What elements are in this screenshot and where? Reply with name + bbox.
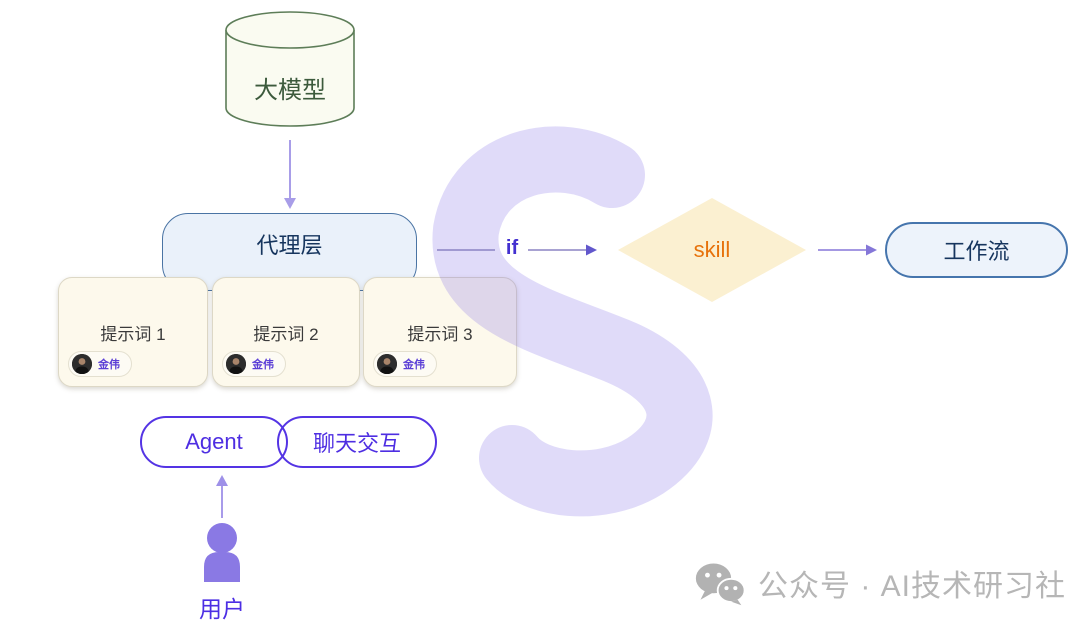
author-avatar xyxy=(226,354,246,374)
prompt-card-title: 提示词 2 xyxy=(253,325,319,344)
author-badge: 金伟 xyxy=(222,351,286,377)
prompt-card-title: 提示词 3 xyxy=(407,325,473,344)
agent-pill-node: Agent xyxy=(140,416,288,468)
author-badge: 金伟 xyxy=(373,351,437,377)
skill-label: skill xyxy=(693,237,731,262)
author-name: 金伟 xyxy=(252,359,274,371)
agent-pill-label: Agent xyxy=(185,429,243,454)
up-arrow-icon xyxy=(216,475,228,518)
user-label: 用户 xyxy=(199,596,245,622)
prompt-card-2: 提示词 2 金伟 xyxy=(212,277,360,387)
prompt-card-1: 提示词 1 金伟 xyxy=(58,277,208,387)
model-db-label: 大模型 xyxy=(254,77,326,104)
prompt-card-3: 提示词 3 金伟 xyxy=(363,277,517,387)
wechat-icon xyxy=(694,560,746,606)
footer-brand: 公众号 · AI技术研习社 xyxy=(694,560,1066,606)
down-arrow-icon xyxy=(284,140,296,209)
workflow-label: 工作流 xyxy=(943,239,1010,264)
user-icon xyxy=(204,523,240,582)
condition-label: if xyxy=(505,237,519,259)
author-name: 金伟 xyxy=(98,359,120,371)
database-cylinder-icon xyxy=(225,11,355,127)
prompt-card-title: 提示词 1 xyxy=(100,325,166,344)
agent-layer-label: 代理层 xyxy=(256,233,323,258)
workflow-connector-arrow xyxy=(818,244,877,256)
footer-brand-text: 公众号 · AI技术研习社 xyxy=(758,570,1067,603)
chat-pill-label: 聊天交互 xyxy=(312,431,401,456)
author-avatar xyxy=(72,354,92,374)
author-name: 金伟 xyxy=(403,359,425,371)
workflow-node: 工作流 xyxy=(885,222,1068,278)
chat-interaction-pill-node: 聊天交互 xyxy=(277,416,437,468)
author-badge: 金伟 xyxy=(68,351,132,377)
author-avatar xyxy=(377,354,397,374)
